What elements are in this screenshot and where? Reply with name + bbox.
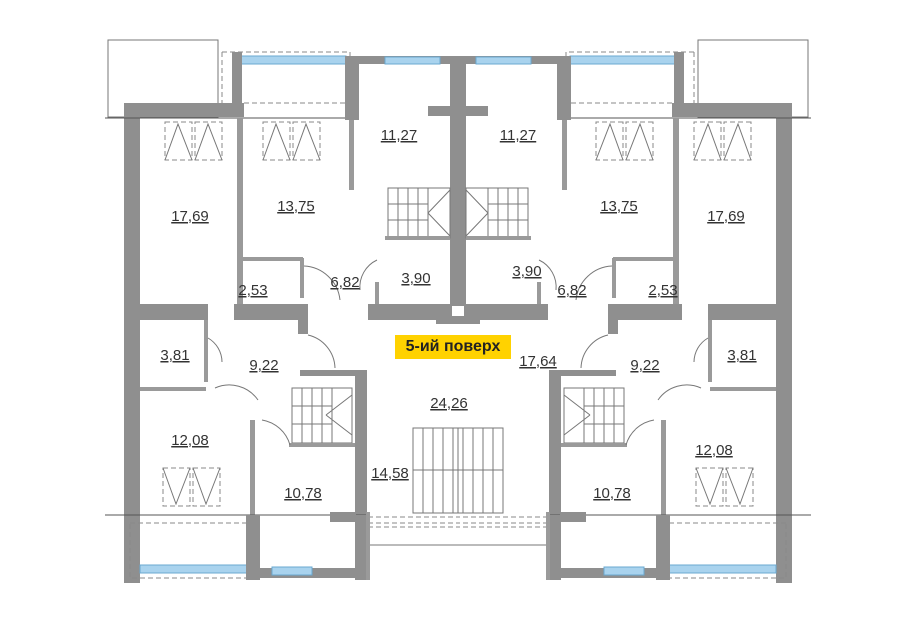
left-wing bbox=[104, 39, 459, 584]
room-area-label: 2,53 bbox=[238, 282, 267, 299]
room-area-label: 11,27 bbox=[381, 127, 417, 144]
room-area-label: 12,08 bbox=[695, 442, 733, 459]
room-area-label: 6,82 bbox=[557, 282, 586, 299]
room-area-label: 12,08 bbox=[171, 432, 209, 449]
room-area-label: 17,69 bbox=[707, 208, 745, 225]
room-area-label: 11,27 bbox=[500, 127, 536, 144]
room-area-label: 3,81 bbox=[160, 347, 189, 364]
room-area-label: 3,90 bbox=[512, 263, 541, 280]
room-area-label: 10,78 bbox=[284, 485, 322, 502]
room-area-label: 6,82 bbox=[330, 274, 359, 291]
floor-badge: 5-ий поверх bbox=[395, 335, 511, 359]
room-area-label: 2,53 bbox=[648, 282, 677, 299]
room-area-label: 13,75 bbox=[600, 198, 638, 215]
room-area-label: 10,78 bbox=[593, 485, 631, 502]
room-area-label: 3,90 bbox=[401, 270, 430, 287]
room-area-label: 3,81 bbox=[727, 347, 756, 364]
room-area-label: 17,69 bbox=[171, 208, 209, 225]
room-area-label: 9,22 bbox=[630, 357, 659, 374]
right-wing bbox=[457, 39, 812, 584]
stair-area-label: 14,58 bbox=[371, 465, 409, 482]
room-area-label: 13,75 bbox=[277, 198, 315, 215]
hall-area-label: 24,26 bbox=[430, 395, 468, 412]
hall-area-label: 17,64 bbox=[519, 353, 557, 370]
room-area-label: 9,22 bbox=[249, 357, 278, 374]
floor-label: 5-ий поверх bbox=[405, 338, 501, 355]
